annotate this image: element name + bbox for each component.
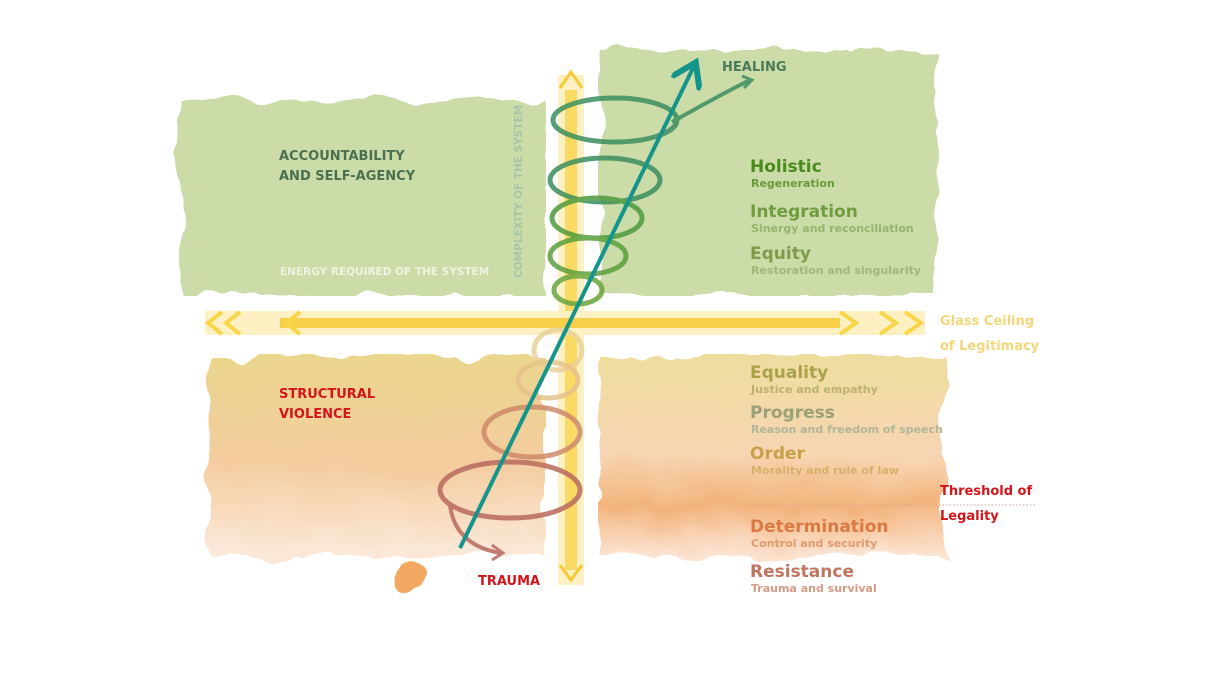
level-title: Equality xyxy=(750,363,829,383)
complexity-axis-label: COMPLEXITY OF THE SYSTEM xyxy=(513,104,525,278)
level-subtitle: Control and security xyxy=(751,537,878,550)
green-wash-left xyxy=(180,100,545,295)
level-subtitle: Sinergy and reconciliation xyxy=(751,222,914,235)
level-title: Equity xyxy=(750,244,811,264)
warm-wash-left xyxy=(210,356,545,556)
level-subtitle: Restoration and singularity xyxy=(751,264,922,277)
orange-splash xyxy=(392,560,428,596)
level-title: Progress xyxy=(750,403,835,423)
level-title: Integration xyxy=(750,202,858,222)
spiral xyxy=(437,74,755,562)
level-subtitle: Justice and empathy xyxy=(751,383,878,396)
level-subtitle: Reason and freedom of speech xyxy=(751,423,943,436)
threshold-label-2: Legality xyxy=(940,509,999,524)
structural-violence-label-2: VIOLENCE xyxy=(279,407,352,422)
level-subtitle: Trauma and survival xyxy=(751,582,877,595)
trauma-label: TRAUMA xyxy=(478,574,541,589)
level-title: Holistic xyxy=(750,157,822,177)
level-title: Order xyxy=(750,444,805,464)
accountability-label-2: AND SELF-AGENCY xyxy=(279,169,416,184)
structural-violence-label-1: STRUCTURAL xyxy=(279,387,376,402)
energy-axis-label: ENERGY REQUIRED OF THE SYSTEM xyxy=(280,266,490,278)
level-title: Determination xyxy=(750,517,889,537)
accountability-label-1: ACCOUNTABILITY xyxy=(279,149,405,164)
healing-arrow xyxy=(458,66,694,549)
healing-label: HEALING xyxy=(722,60,787,75)
level-subtitle: Morality and rule of law xyxy=(751,464,899,477)
glass-ceiling-label-1: Glass Ceiling xyxy=(940,314,1035,329)
warm-wash-right xyxy=(600,356,945,556)
level-subtitle: Regeneration xyxy=(751,177,835,190)
glass-ceiling-label-2: of Legitimacy xyxy=(940,339,1040,354)
level-title: Resistance xyxy=(750,562,854,582)
threshold-label-1: Threshold of xyxy=(940,484,1033,499)
